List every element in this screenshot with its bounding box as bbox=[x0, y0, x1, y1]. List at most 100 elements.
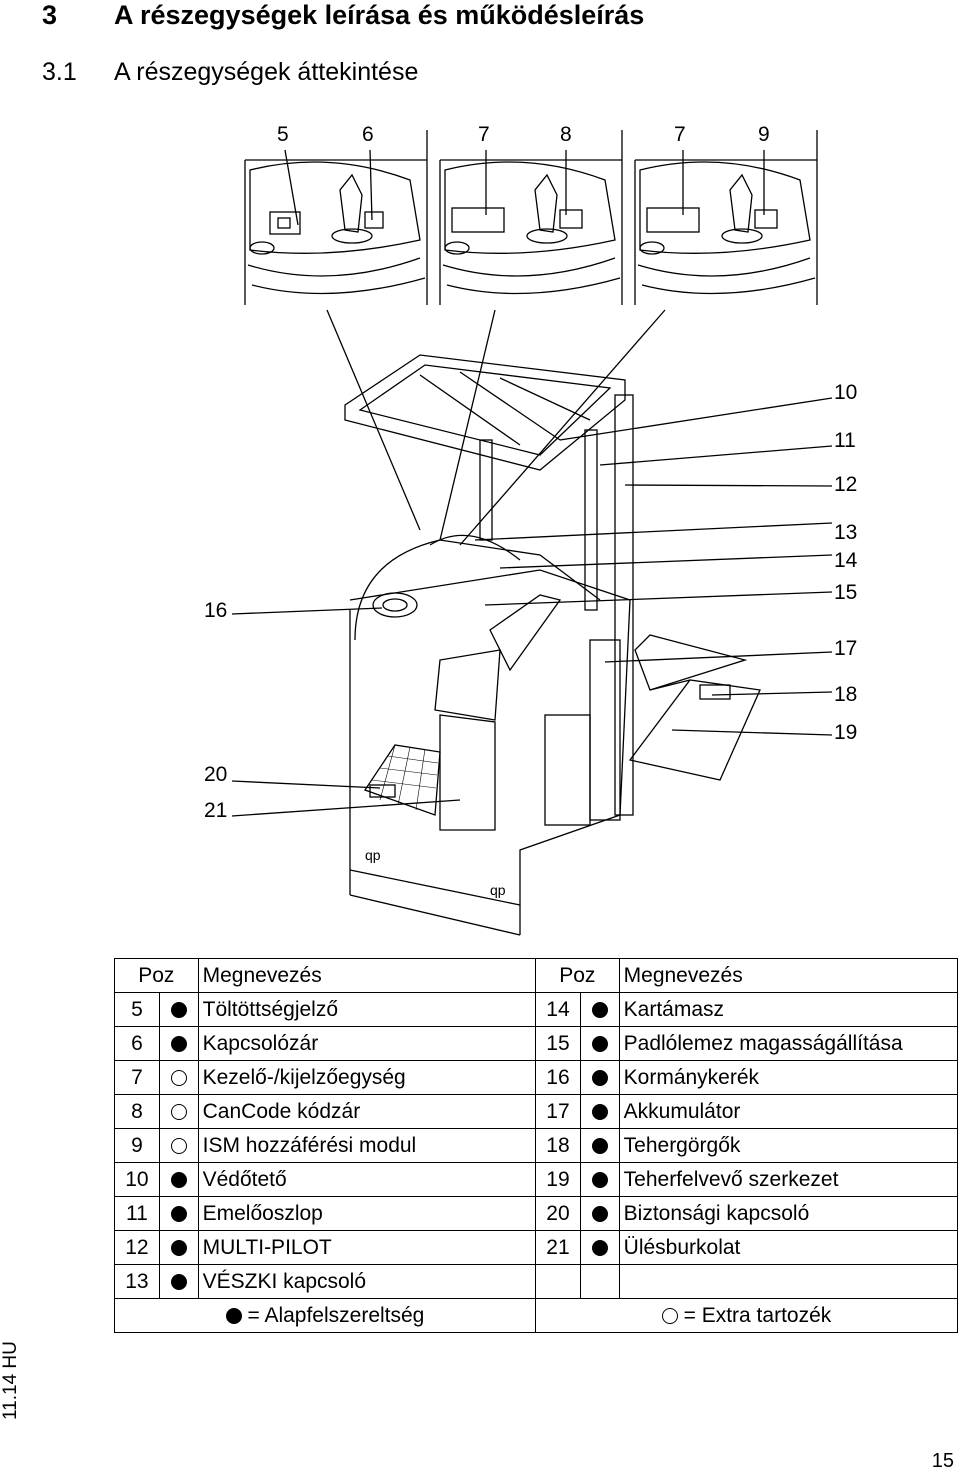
row-name: Akkumulátor bbox=[618, 1094, 959, 1129]
row-pos: 11 bbox=[114, 1196, 160, 1231]
callout-19: 19 bbox=[834, 721, 857, 744]
optional-bullet-icon bbox=[661, 1307, 678, 1324]
callout-18: 18 bbox=[834, 683, 857, 706]
section-heading: 3.1 A részegységek áttekintése bbox=[42, 58, 418, 87]
callout-17: 17 bbox=[834, 637, 857, 660]
row-pos: 10 bbox=[114, 1162, 160, 1197]
standard-bullet-icon bbox=[591, 1035, 608, 1052]
callout-6: 6 bbox=[362, 123, 374, 146]
detail-panel-3 bbox=[634, 130, 818, 305]
header-pos-right: Poz bbox=[535, 958, 620, 993]
section-number: 3.1 bbox=[42, 58, 77, 86]
standard-bullet-icon bbox=[170, 1171, 187, 1188]
optional-bullet-icon bbox=[170, 1103, 187, 1120]
standard-bullet-icon bbox=[591, 1103, 608, 1120]
chapter-heading: 3 A részegységek leírása és működésleírás bbox=[42, 0, 644, 31]
table-row: 13 VÉSZKI kapcsoló bbox=[114, 1264, 959, 1299]
optional-bullet-icon bbox=[170, 1137, 187, 1154]
truck-overview-figure: qp qp 5 6 7 8 7 9 10 11 12 13 14 bbox=[0, 110, 960, 950]
callouts-top: 5 6 7 8 7 9 bbox=[277, 123, 770, 146]
standard-bullet-icon bbox=[225, 1307, 242, 1324]
callout-7a: 7 bbox=[478, 123, 490, 146]
standard-bullet-icon bbox=[170, 1205, 187, 1222]
callouts-left: 16 20 21 bbox=[204, 599, 227, 822]
standard-bullet-icon bbox=[591, 1001, 608, 1018]
optional-bullet-icon bbox=[170, 1069, 187, 1086]
row-pos: 8 bbox=[114, 1094, 160, 1129]
row-pos: 9 bbox=[114, 1128, 160, 1163]
page-number: 15 bbox=[931, 1450, 954, 1472]
section-title: A részegységek áttekintése bbox=[114, 58, 419, 86]
row-marker bbox=[158, 1162, 199, 1197]
row-marker bbox=[579, 992, 620, 1027]
row-pos: 19 bbox=[535, 1162, 581, 1197]
row-pos: 12 bbox=[114, 1230, 160, 1265]
standard-bullet-icon bbox=[170, 1001, 187, 1018]
row-name: Védőtető bbox=[197, 1162, 537, 1197]
row-pos: 15 bbox=[535, 1026, 581, 1061]
row-pos: 17 bbox=[535, 1094, 581, 1129]
row-name bbox=[618, 1264, 959, 1299]
standard-bullet-icon bbox=[591, 1171, 608, 1188]
chapter-title: A részegységek leírása és működésleírás bbox=[114, 0, 645, 30]
row-name: MULTI-PILOT bbox=[197, 1230, 537, 1265]
row-name: Kapcsolózár bbox=[197, 1026, 537, 1061]
legend-standard-text: = Alapfelszereltség bbox=[247, 1303, 425, 1327]
legend-extra-text: = Extra tartozék bbox=[683, 1303, 832, 1327]
callout-11: 11 bbox=[834, 429, 856, 452]
row-pos bbox=[535, 1264, 581, 1299]
row-pos: 5 bbox=[114, 992, 160, 1027]
row-pos: 18 bbox=[535, 1128, 581, 1163]
standard-bullet-icon bbox=[591, 1069, 608, 1086]
row-pos: 14 bbox=[535, 992, 581, 1027]
detail-panel-1 bbox=[244, 130, 428, 305]
callout-9: 9 bbox=[758, 123, 770, 146]
row-marker bbox=[579, 1094, 620, 1129]
row-marker bbox=[579, 1196, 620, 1231]
callout-13: 13 bbox=[834, 521, 857, 544]
row-marker bbox=[579, 1026, 620, 1061]
truck-body: qp qp bbox=[344, 354, 761, 936]
row-name: Kartámasz bbox=[618, 992, 959, 1027]
callout-16: 16 bbox=[204, 599, 227, 622]
row-marker bbox=[579, 1230, 620, 1265]
truck-drawing: qp qp 5 6 7 8 7 9 10 11 12 13 14 bbox=[204, 123, 858, 936]
chapter-number: 3 bbox=[42, 0, 58, 30]
row-name: Tehergörgők bbox=[618, 1128, 959, 1163]
row-marker bbox=[158, 1128, 199, 1163]
row-pos: 7 bbox=[114, 1060, 160, 1095]
revision-label: 11.14 HU bbox=[0, 1341, 21, 1420]
callout-14: 14 bbox=[834, 549, 858, 572]
row-pos: 20 bbox=[535, 1196, 581, 1231]
row-marker bbox=[158, 1094, 199, 1129]
row-marker bbox=[158, 1230, 199, 1265]
legend-extra: = Extra tartozék bbox=[535, 1298, 958, 1333]
callouts-right: 10 11 12 13 14 15 17 18 19 bbox=[834, 381, 858, 744]
standard-bullet-icon bbox=[170, 1273, 187, 1290]
row-name: Emelőoszlop bbox=[197, 1196, 537, 1231]
row-name: ISM hozzáférési modul bbox=[197, 1128, 537, 1163]
row-pos: 6 bbox=[114, 1026, 160, 1061]
row-pos: 13 bbox=[114, 1264, 160, 1299]
callout-5: 5 bbox=[277, 123, 289, 146]
row-name: Ülésburkolat bbox=[618, 1230, 959, 1265]
callout-10: 10 bbox=[834, 381, 857, 404]
row-name: Padlólemez magasságállítása bbox=[618, 1026, 959, 1061]
header-name-left: Megnevezés bbox=[197, 958, 537, 993]
legend-row: = Alapfelszereltség = Extra tartozék bbox=[113, 1298, 958, 1333]
row-marker bbox=[158, 1196, 199, 1231]
legend-standard: = Alapfelszereltség bbox=[113, 1298, 537, 1333]
callout-15: 15 bbox=[834, 581, 857, 604]
svg-text:qp: qp bbox=[365, 847, 381, 863]
callout-21: 21 bbox=[204, 799, 227, 822]
detail-panel-2 bbox=[439, 130, 623, 305]
row-marker bbox=[158, 992, 199, 1027]
header-name-right: Megnevezés bbox=[618, 958, 959, 993]
row-name: VÉSZKI kapcsoló bbox=[197, 1264, 537, 1299]
